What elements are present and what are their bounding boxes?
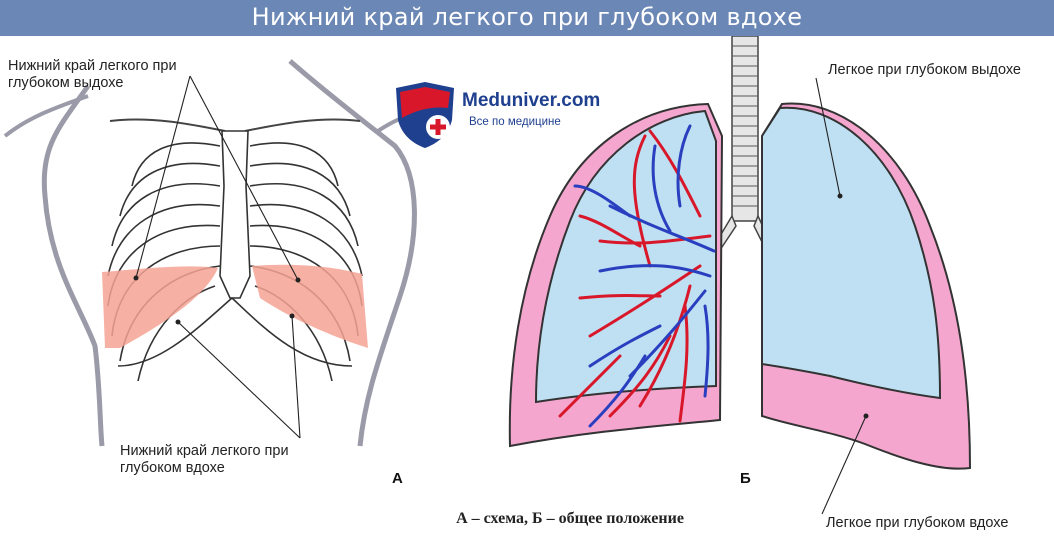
panel-letter-b: Б: [740, 470, 751, 487]
sternum: [219, 130, 251, 299]
lungs-diagram: [508, 35, 972, 515]
body-outline-left: [41, 84, 105, 447]
logo-brand: Meduniver.com: [462, 90, 601, 111]
label-b-exhale: Легкое при глубоком выдохе: [828, 62, 1021, 78]
figure-caption: А – схема, Б – общее положение: [456, 510, 684, 527]
panel-a-chest-scheme: [0, 36, 441, 496]
costal-arch: [117, 296, 353, 367]
leader-dot-exhale: [837, 193, 843, 199]
clavicle-right: [244, 118, 361, 132]
panel-b-lungs: [470, 35, 1054, 536]
leader-dot-inhale: [863, 413, 869, 419]
title-bar: Нижний край легкого при глубоком вдохе: [0, 0, 1054, 36]
trachea: [712, 35, 773, 252]
leader-lines-a: [135, 75, 301, 439]
clavicle-left: [109, 118, 226, 132]
vascular-tree-red: [558, 129, 712, 423]
label-a-exhale: Нижний край легкого при глубоком выдохе: [8, 58, 177, 91]
shoulder-left: [3, 94, 89, 138]
lung-margin-zone-left: [102, 266, 218, 348]
body-outline-right: [288, 59, 417, 447]
panel-letter-a: А: [392, 470, 403, 487]
ribs-right: [249, 142, 363, 382]
leader-lines-b: [815, 77, 867, 515]
logo-tagline: Все по медицине: [469, 116, 561, 128]
leader-dots-a: [133, 275, 301, 325]
vascular-tree-blue: [573, 124, 716, 428]
label-b-inhale: Легкое при глубоком вдохе: [826, 515, 1009, 531]
lung-margin-zone-right: [252, 264, 368, 348]
shield-icon: [396, 82, 454, 148]
label-a-inhale: Нижний край легкого при глубоком вдохе: [120, 443, 289, 476]
chest-diagram: [3, 59, 441, 447]
left-lung-exhale: [534, 109, 717, 404]
right-lung-exhale: [761, 106, 942, 400]
page-title: Нижний край легкого при глубоком вдохе: [251, 3, 803, 31]
meduniver-logo: Meduniver.com Все по медицине: [392, 80, 612, 150]
